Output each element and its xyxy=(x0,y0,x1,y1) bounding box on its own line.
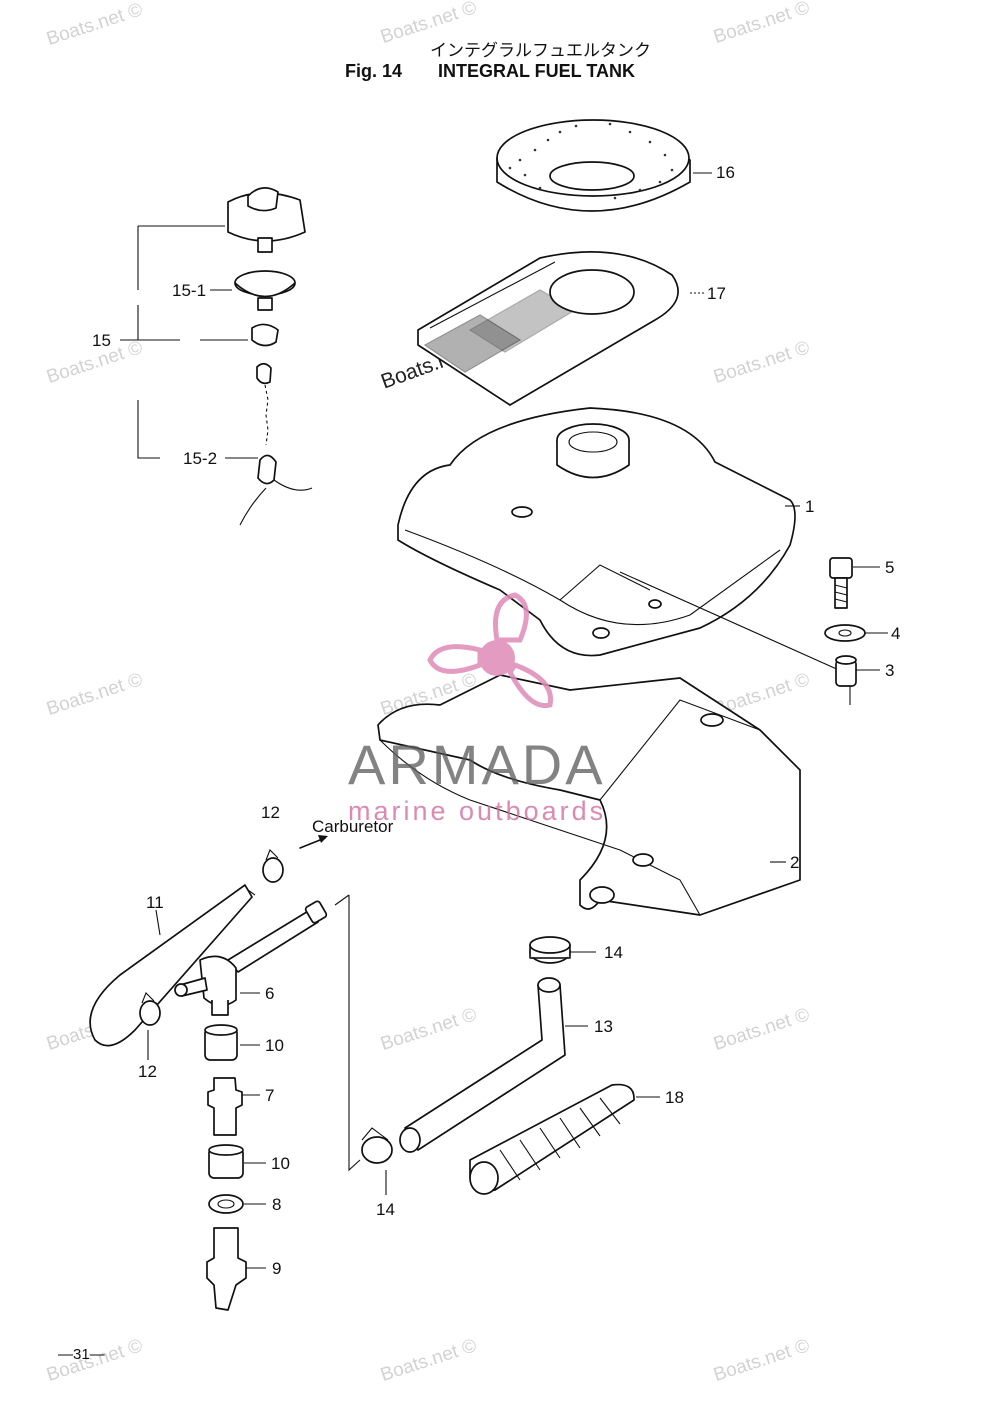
callout-10-lower: 10 xyxy=(271,1154,290,1173)
figure-label: Fig. 14 xyxy=(345,61,403,81)
callout-12-lower: 12 xyxy=(138,1062,157,1081)
part-15-filler-cap xyxy=(227,187,313,526)
callout-leaders xyxy=(120,172,888,1269)
callout-4: 4 xyxy=(891,624,901,643)
diagram-title: INTEGRAL FUEL TANK xyxy=(438,61,635,81)
callout-15-1: 15-1 xyxy=(172,281,207,300)
callout-15: 15 xyxy=(92,331,111,350)
part-1-upper-tank xyxy=(397,407,851,705)
part-13-hose xyxy=(399,977,566,1153)
brand-tagline: marine outboards xyxy=(348,796,607,826)
part-2-lower-tank xyxy=(377,674,801,916)
part-3-collar xyxy=(835,655,857,687)
page-number: —31— xyxy=(58,1346,105,1363)
callout-12-upper: 12 xyxy=(261,803,280,822)
part-12-clip-upper xyxy=(262,849,284,883)
armada-propeller-logo xyxy=(427,592,554,709)
callout-9: 9 xyxy=(272,1259,282,1278)
brand-name: ARMADA xyxy=(348,733,606,796)
callout-17: 17 xyxy=(707,284,726,303)
part-9-valve xyxy=(206,1227,247,1311)
callout-1: 1 xyxy=(805,497,815,516)
callout-8: 8 xyxy=(272,1195,282,1214)
part-17-tank-sheet xyxy=(417,251,679,406)
part-4-washer xyxy=(824,624,866,642)
part-14-clip-lower xyxy=(361,1127,393,1164)
callout-11: 11 xyxy=(146,893,164,912)
callout-18: 18 xyxy=(665,1088,684,1107)
part-10-collar-upper xyxy=(204,1024,238,1061)
part-16-foam-ring xyxy=(496,119,691,212)
part-6-fuel-cock xyxy=(174,900,328,1016)
part-12-clip-lower xyxy=(139,992,161,1026)
part-8-washer xyxy=(208,1194,244,1214)
callout-16: 16 xyxy=(716,163,735,182)
part-5-bolt xyxy=(829,557,853,609)
callout-5: 5 xyxy=(885,558,895,577)
part-11-hose xyxy=(89,884,256,1047)
carburetor-label: Carburetor xyxy=(312,817,394,836)
callout-7: 7 xyxy=(265,1086,275,1105)
callout-3: 3 xyxy=(885,661,895,680)
callout-10-upper: 10 xyxy=(265,1036,284,1055)
part-18-hose-protector xyxy=(469,1083,635,1195)
part-14-clip-upper xyxy=(529,936,571,964)
japanese-title: インテグラルフュエルタンク xyxy=(430,41,651,61)
callout-13: 13 xyxy=(594,1017,613,1036)
callout-2: 2 xyxy=(790,853,800,872)
callout-6: 6 xyxy=(265,984,275,1003)
callout-14-lower: 14 xyxy=(376,1200,395,1219)
part-10-collar-lower xyxy=(208,1144,244,1179)
part-7-connector xyxy=(207,1077,243,1136)
callout-14-upper: 14 xyxy=(604,943,623,962)
callout-15-2: 15-2 xyxy=(183,449,218,468)
